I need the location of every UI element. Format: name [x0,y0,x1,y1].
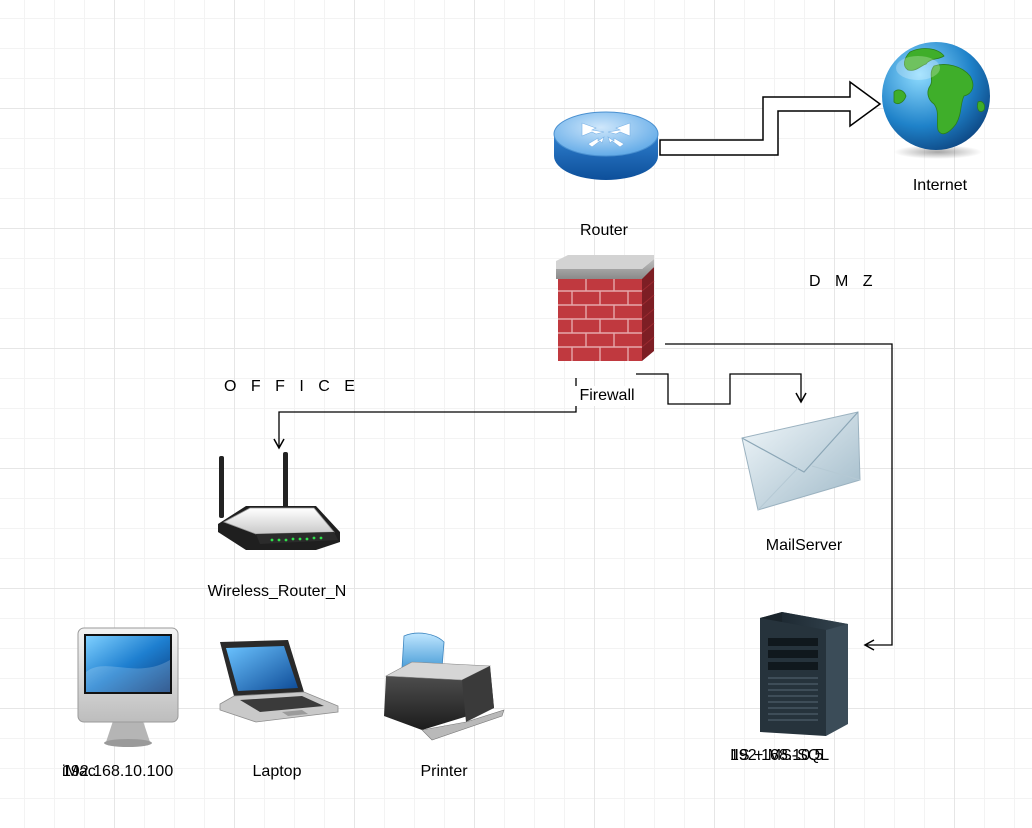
wireless-router-icon [218,452,340,550]
firewall-label: Firewall [574,386,640,406]
wireless-router-node[interactable] [216,452,342,552]
printer-icon [384,632,505,741]
imac-ip: 192.168.10.100 [62,763,174,780]
internet-label: Internet [912,177,968,194]
iis-server-ip: 192.168.10.5 [730,747,824,764]
connector-router-internet[interactable] [659,80,882,156]
laptop-node[interactable] [216,640,340,724]
imac-node[interactable] [76,626,182,748]
iis-server-node[interactable] [758,612,850,736]
mailserver-label: MailServer [765,537,843,554]
globe-icon [882,42,990,159]
wireless-router-label: Wireless_Router_N [207,583,347,600]
dmz-zone-label: D M Z [809,273,878,290]
router-label: Router [579,222,629,239]
laptop-icon [219,640,339,723]
server-tower-icon [760,612,848,736]
mailserver-node[interactable] [738,410,864,514]
iis-server-name: IIS + MS-SQL [730,747,830,764]
laptop-label: Laptop [252,763,302,780]
printer-node[interactable] [382,632,506,744]
office-zone-label: O F F I C E [224,378,360,395]
connector-firewall-mailserver[interactable] [636,373,807,405]
firewall-node[interactable] [556,255,656,370]
imac-icon [77,627,179,747]
envelope-icon [741,411,861,511]
firewall-icon [556,255,655,361]
printer-label: Printer [420,763,468,780]
router-icon [553,111,659,180]
connector-firewall-iis[interactable] [665,343,893,651]
imac-name: iMac [62,763,96,780]
router-node[interactable] [552,110,660,182]
internet-node[interactable] [880,42,994,162]
